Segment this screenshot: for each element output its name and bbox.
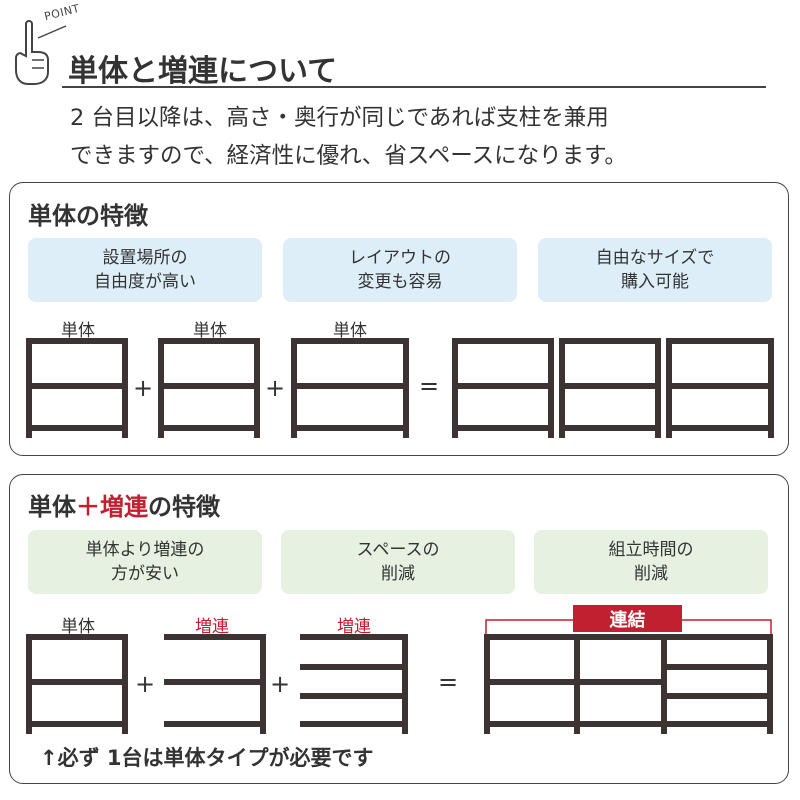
single-panel-title: 単体の特徴 [28,202,148,230]
plus-sign-2: + [264,374,286,402]
plus-sign-3: + [134,670,156,698]
single-feature-3: 自由なサイズで 購入可能 [538,238,772,302]
combo-feature-1-line2: 方が安い [111,564,179,584]
combo-panel-title: 単体＋増連の特徴 [28,487,220,522]
single-unit-label-2: 単体 [193,321,227,341]
single-feature-1: 設置場所の 自由度が高い [28,238,262,302]
intro-line-2: できますので、経済性に優れ、省スペースになります。 [70,143,627,169]
combo-feature-2-line2: 削減 [381,564,415,584]
combo-feature-2: スペースの 削減 [281,530,515,594]
single-feature-2-line2: 変更も容易 [357,272,443,292]
single-feature-2-line1: レイアウトの [349,248,451,268]
combo-title-plus: ＋ [76,493,100,521]
single-feature-1-line2: 自由度が高い [94,272,196,292]
single-unit-label-1: 単体 [61,321,95,341]
intro-line-1: 2 台目以降は、高さ・奥行が同じであれば支柱を兼用 [70,105,609,131]
combo-single-shelf-diagram [26,634,128,734]
combo-title-part2: 増連 [100,493,148,521]
combo-unit-label-3: 増連 [337,617,371,637]
combo-unit-panel [9,474,789,784]
single-feature-1-line1: 設置場所の [102,248,188,268]
combo-unit-label-1: 単体 [61,617,95,637]
combo-feature-1: 単体より増連の 方が安い [28,530,262,594]
combo-feature-2-line1: スペースの [356,540,440,560]
page-title: 単体と増連について [68,54,338,89]
addon-shelf-diagram-2 [300,634,408,734]
plus-sign-1: + [132,374,154,402]
single-unit-panel [9,182,789,456]
single-feature-2: レイアウトの 変更も容易 [283,238,517,302]
plus-sign-4: + [269,670,291,698]
combo-feature-3: 組立時間の 削減 [534,530,768,594]
single-feature-3-line1: 自由なサイズで [595,248,715,268]
combo-feature-3-line1: 組立時間の [608,540,694,560]
requirement-note: ↑必ず 1台は単体タイプが必要です [40,746,374,770]
equals-sign-1: = [418,372,440,400]
single-shelf-diagram-3 [291,338,409,438]
single-shelf-diagram-2 [158,338,260,438]
pointing-hand-icon [15,20,67,85]
combo-title-part1: 単体 [28,493,76,521]
single-result-shelves [452,338,774,438]
addon-shelf-diagram-1 [164,634,266,734]
single-shelf-diagram-1 [26,338,128,438]
combo-title-part3: の特徴 [148,493,220,521]
combo-result-shelves [484,634,773,734]
combo-feature-3-line2: 削減 [634,564,668,584]
single-unit-label-3: 単体 [333,321,367,341]
single-feature-3-line2: 購入可能 [621,272,689,292]
equals-sign-2: = [437,668,459,696]
combo-unit-label-2: 増連 [195,617,229,637]
combo-feature-1-line1: 単体より増連の [85,540,205,560]
connection-badge: 連結 [573,605,682,632]
title-underline [62,86,766,88]
